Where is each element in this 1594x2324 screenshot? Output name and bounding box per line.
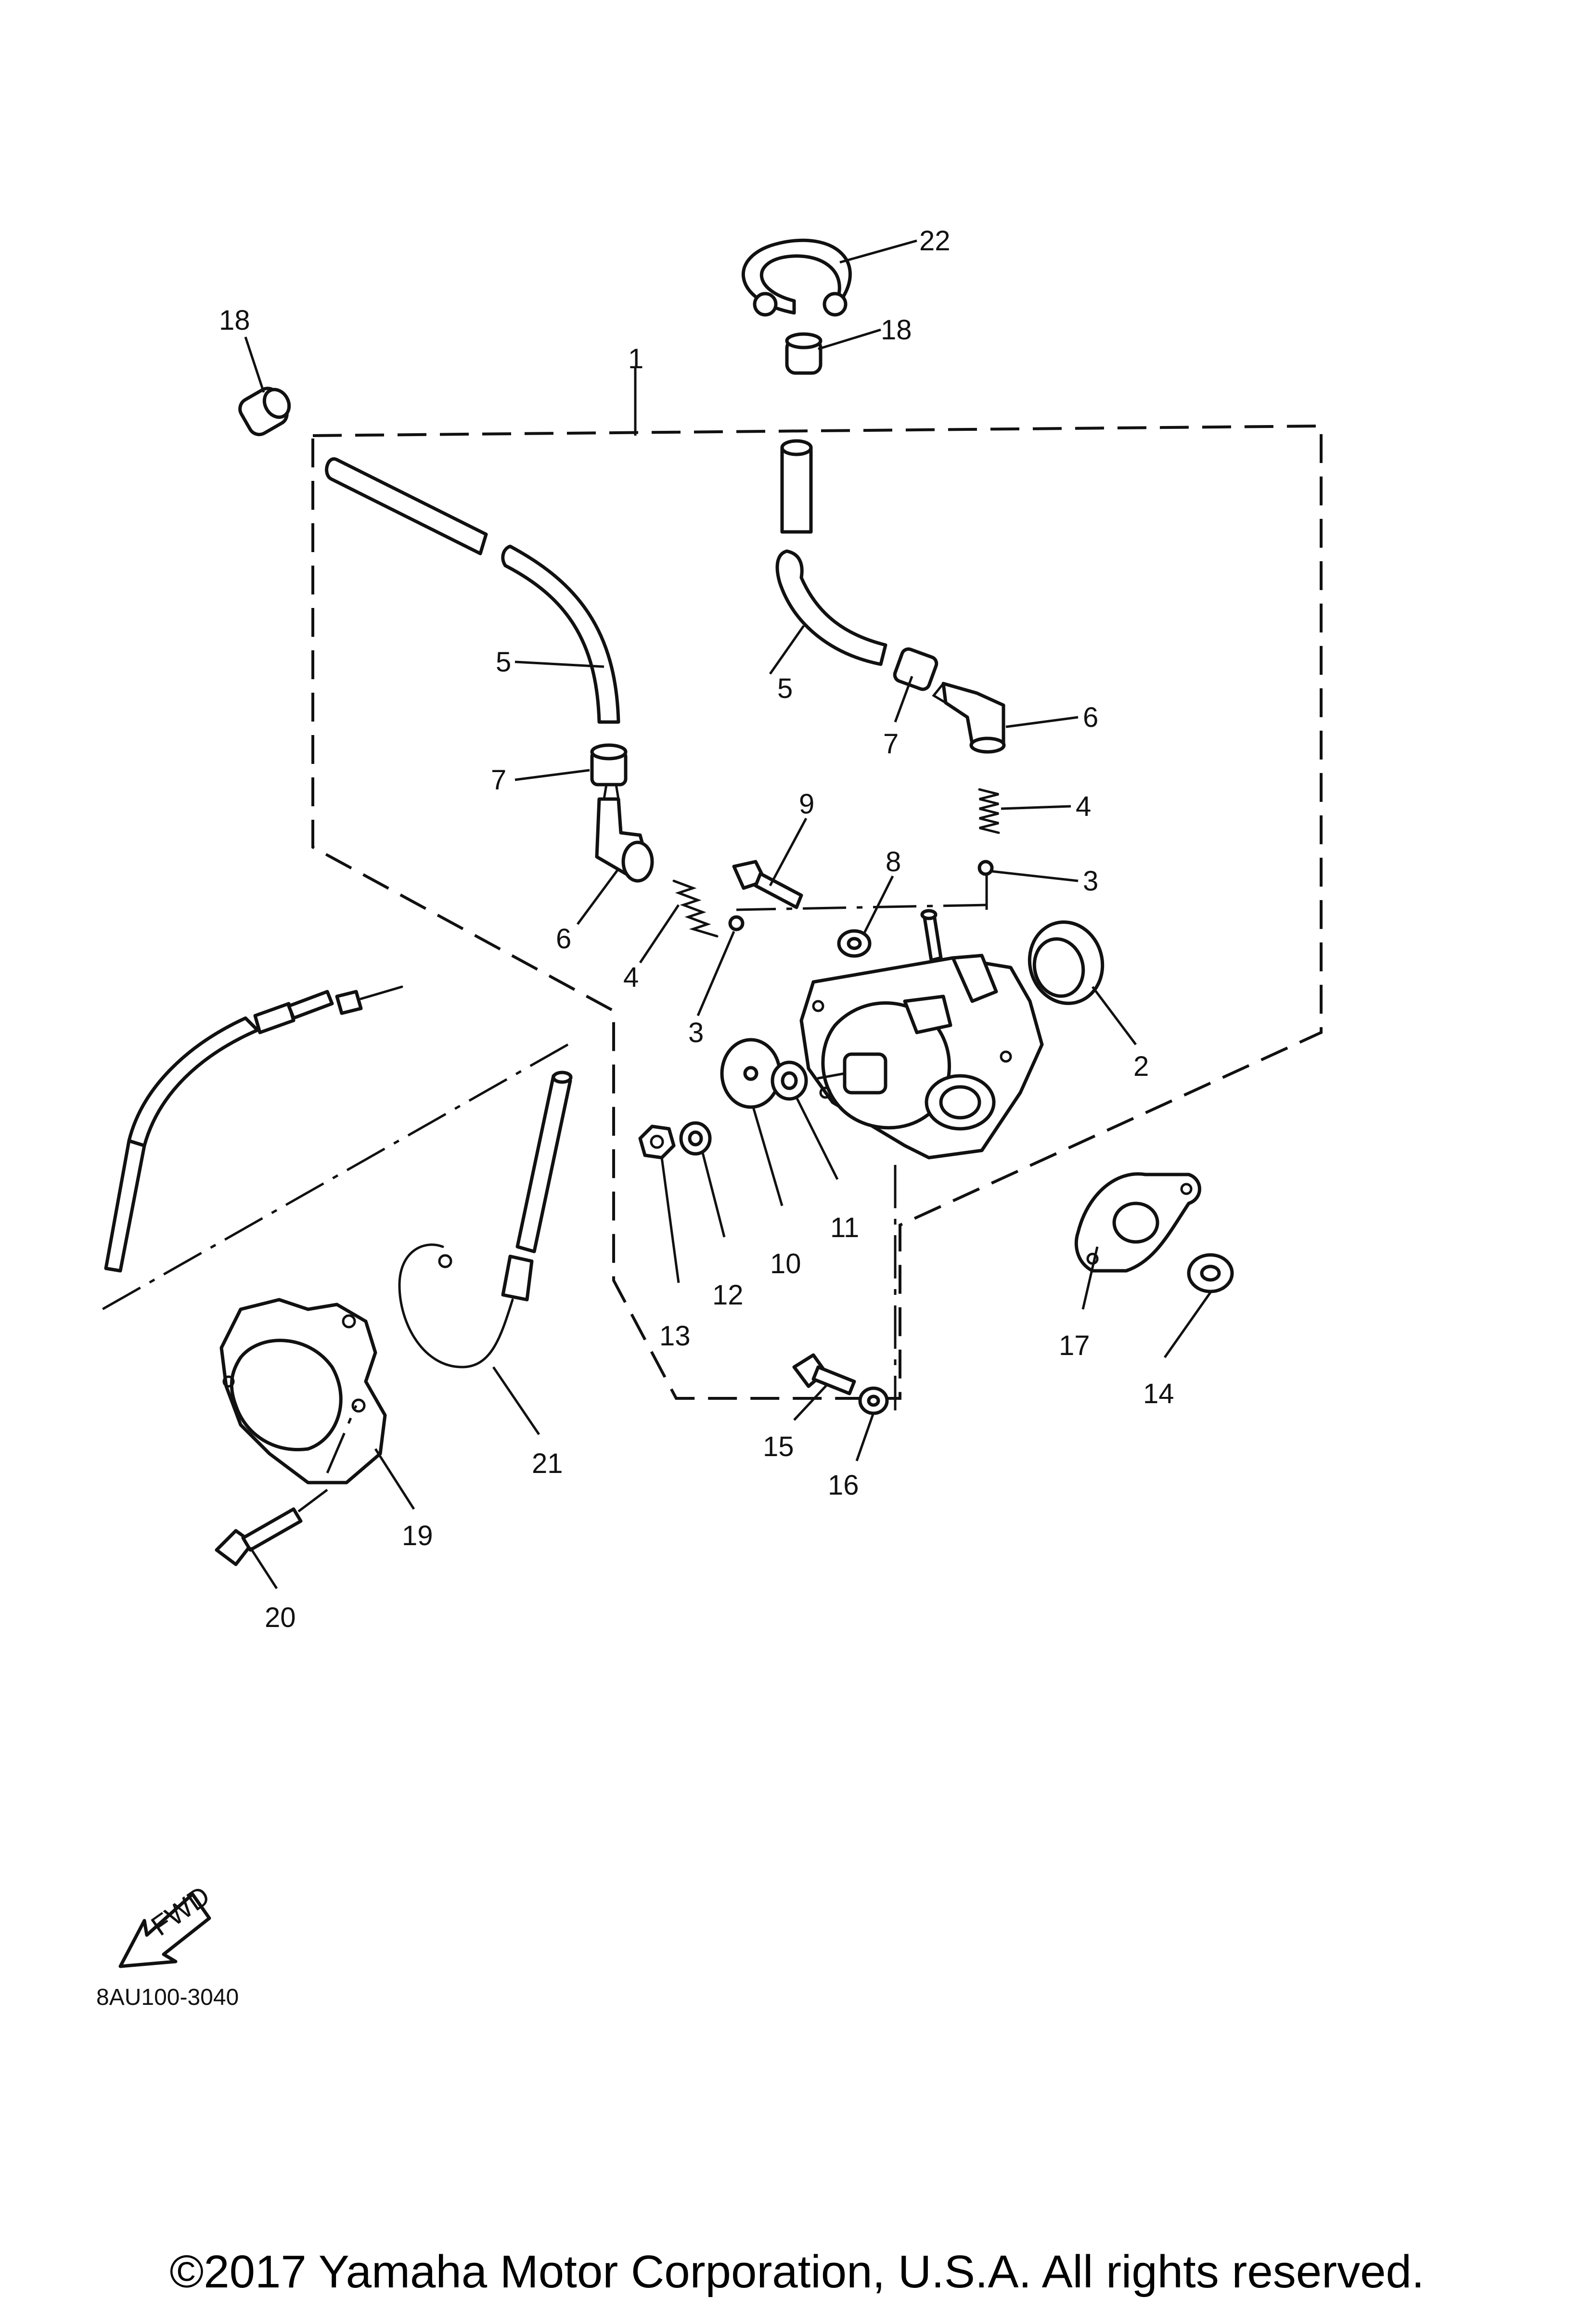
callout-11: 11 <box>830 1212 859 1243</box>
spring-part-4-left <box>672 879 719 938</box>
callout-4-right: 4 <box>1076 791 1091 822</box>
callout-3-right: 3 <box>1083 865 1098 897</box>
callout-5-right: 5 <box>777 673 793 704</box>
cable-part-21 <box>398 1071 573 1369</box>
seal-part-2 <box>1028 920 1105 1005</box>
callout-14: 14 <box>1143 1378 1174 1409</box>
washer-part-14 <box>1187 1253 1234 1293</box>
callout-15: 15 <box>763 1431 794 1462</box>
collar-part-7-left <box>590 743 628 787</box>
callout-17: 17 <box>1059 1330 1090 1361</box>
figure-code: 8AU100-3040 <box>96 1985 239 2010</box>
callout-4-left: 4 <box>623 962 639 993</box>
callout-5-left: 5 <box>496 646 511 678</box>
bolt-part-15 <box>792 1353 856 1395</box>
washer-part-8 <box>837 929 872 958</box>
assembly-group-outline <box>311 424 1323 1400</box>
screw-part-20 <box>215 1507 303 1566</box>
elbow-part-6-right <box>932 682 1006 754</box>
callout-1: 1 <box>628 343 643 374</box>
callout-2: 2 <box>1133 1051 1149 1082</box>
callout-16: 16 <box>828 1470 859 1501</box>
callout-18-top: 18 <box>881 314 912 346</box>
callout-12: 12 <box>712 1279 744 1311</box>
callout-7-left: 7 <box>491 764 506 796</box>
callout-8: 8 <box>886 846 901 878</box>
callout-6-left: 6 <box>556 923 571 955</box>
copyright-notice: ©2017 Yamaha Motor Corporation, U.S.A. A… <box>169 2246 1425 2298</box>
callout-6-right: 6 <box>1083 702 1098 733</box>
clip-part-22 <box>741 238 852 317</box>
hose-part-5-left <box>325 457 620 724</box>
ball-part-3-right <box>977 860 994 876</box>
gasket-part-17 <box>1074 1172 1201 1273</box>
lockwasher-part-12 <box>679 1121 712 1156</box>
disc-part-10 <box>720 1038 782 1109</box>
hose-part-5-right <box>775 439 887 666</box>
callout-19: 19 <box>402 1520 433 1551</box>
fwd-arrow-icon: FWD <box>118 1880 216 1968</box>
callout-9: 9 <box>799 788 814 820</box>
leader-lines <box>244 239 1212 1589</box>
callout-10: 10 <box>770 1248 801 1279</box>
throttle-cable <box>104 985 403 1273</box>
bolt-part-9 <box>732 860 803 909</box>
pump-body <box>799 909 1044 1160</box>
callout-21: 21 <box>532 1448 563 1479</box>
spring-part-4-right <box>978 788 1000 834</box>
callout-13: 13 <box>659 1320 691 1352</box>
callout-7-right: 7 <box>883 728 899 760</box>
callout-18-left: 18 <box>219 305 250 336</box>
callout-22: 22 <box>919 225 951 257</box>
cap-part-18-left <box>238 387 291 437</box>
ball-part-3-left <box>728 915 745 931</box>
callout-3-left: 3 <box>688 1017 704 1048</box>
washer-part-16 <box>858 1386 889 1415</box>
cable-guide-line <box>93 1043 569 1316</box>
elbow-part-6-left <box>595 783 654 883</box>
cover-part-19 <box>219 1298 387 1485</box>
nut-part-13 <box>638 1124 676 1160</box>
washer-part-11 <box>771 1060 808 1101</box>
callout-20: 20 <box>265 1602 296 1633</box>
callout-labels: 1 22 18 18 5 5 7 7 6 9 4 3 8 6 4 3 2 11 … <box>219 225 1174 1633</box>
cap-part-18-top <box>785 332 823 375</box>
collar-part-7-right <box>893 647 938 691</box>
